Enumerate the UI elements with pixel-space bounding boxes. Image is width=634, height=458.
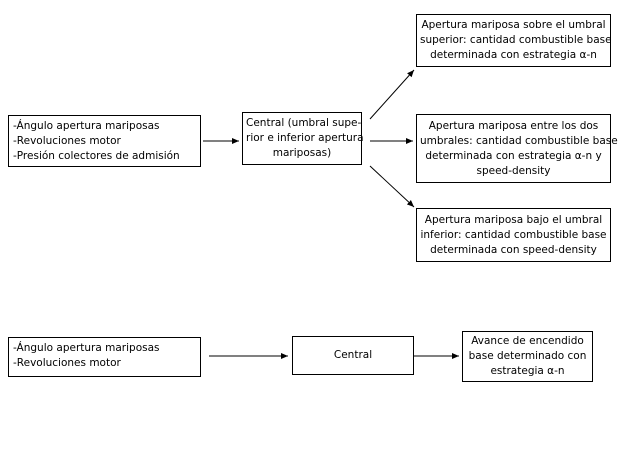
output-label: estrategia α-n bbox=[490, 365, 565, 377]
output-label: Apertura mariposa bajo el umbral bbox=[424, 213, 603, 226]
arrow-central-to-bottom bbox=[369, 165, 415, 208]
output-label: base determinado con bbox=[468, 350, 587, 362]
inputs-box-1: -Ángulo apertura mariposas -Revoluciones… bbox=[8, 115, 201, 167]
output-label: inferior: cantidad combustible base bbox=[420, 228, 607, 241]
output-box-ignition-advance: Avance de encendido base determinado con… bbox=[462, 331, 593, 382]
arrow-central-to-top bbox=[369, 69, 415, 120]
output-label: Apertura mariposa entre los dos bbox=[428, 119, 599, 132]
input-label: -Ángulo apertura mariposas bbox=[13, 120, 160, 132]
output-label: Avance de encendido bbox=[471, 335, 584, 347]
output-label: superior: cantidad combustible base bbox=[420, 34, 612, 46]
output-label: umbrales: cantidad combustible base bbox=[420, 134, 618, 147]
output-label: determinada con speed-density bbox=[430, 243, 597, 256]
central-box-2: Central bbox=[292, 336, 414, 375]
input-label: -Revoluciones motor bbox=[13, 357, 121, 369]
output-label: Apertura mariposa sobre el umbral bbox=[421, 19, 606, 31]
input-label: -Presión colectores de admisión bbox=[13, 150, 180, 162]
output-box-above-threshold: Apertura mariposa sobre el umbral superi… bbox=[416, 14, 612, 67]
central-box-1: Central (umbral supe- rior e inferior ap… bbox=[242, 112, 364, 165]
central-label: Central bbox=[333, 349, 373, 361]
output-box-between-thresholds: Apertura mariposa entre los dos umbrales… bbox=[416, 114, 618, 183]
central-label: Central (umbral supe- bbox=[246, 117, 362, 129]
central-label: rior e inferior apertura bbox=[246, 132, 364, 144]
inputs-box-2: -Ángulo apertura mariposas -Revoluciones… bbox=[8, 337, 201, 377]
output-label: determinada con estrategia α-n y bbox=[425, 149, 602, 162]
output-label: determinada con estrategia α-n bbox=[430, 49, 597, 61]
output-label: speed-density bbox=[476, 164, 551, 177]
input-label: -Revoluciones motor bbox=[13, 135, 121, 147]
central-label: mariposas) bbox=[272, 147, 332, 159]
input-label: -Ángulo apertura mariposas bbox=[13, 342, 160, 354]
output-box-below-threshold: Apertura mariposa bajo el umbral inferio… bbox=[416, 208, 611, 262]
